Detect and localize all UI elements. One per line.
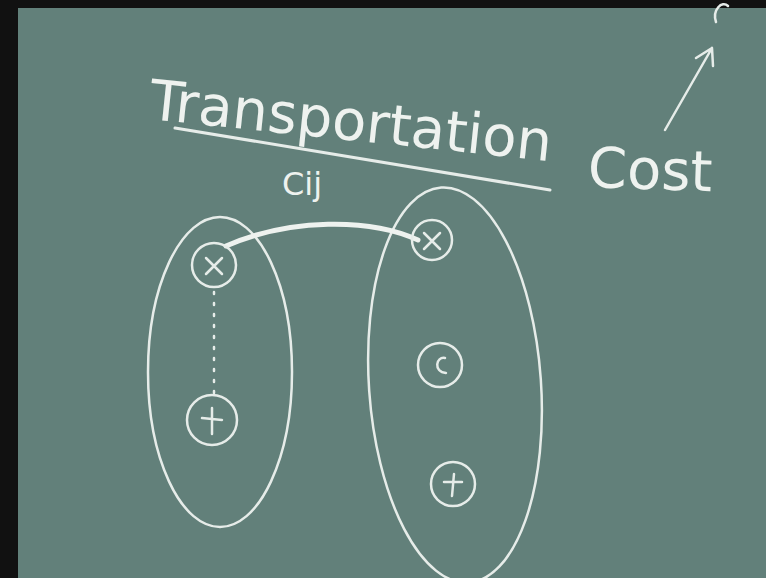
cross-mark: [444, 474, 462, 496]
arrow: [665, 48, 713, 130]
source-node: [192, 243, 236, 287]
destination-node: [418, 343, 462, 387]
chalkboard: [18, 8, 766, 578]
cost-label: Cij: [282, 168, 322, 200]
cross-mark: [437, 358, 446, 373]
destination-node: [431, 462, 475, 506]
cost-curve: [226, 224, 418, 246]
cross-mark: [202, 408, 222, 434]
destination-set: [355, 181, 554, 578]
cut-off-mark: [715, 4, 728, 22]
cross-mark: [206, 258, 222, 274]
source-node: [187, 395, 237, 445]
destination-node: [412, 220, 452, 260]
cross-mark: [424, 233, 440, 249]
axis-label: Cost: [587, 140, 713, 200]
ellipsis-dots: [213, 292, 216, 395]
source-set: [148, 217, 292, 527]
